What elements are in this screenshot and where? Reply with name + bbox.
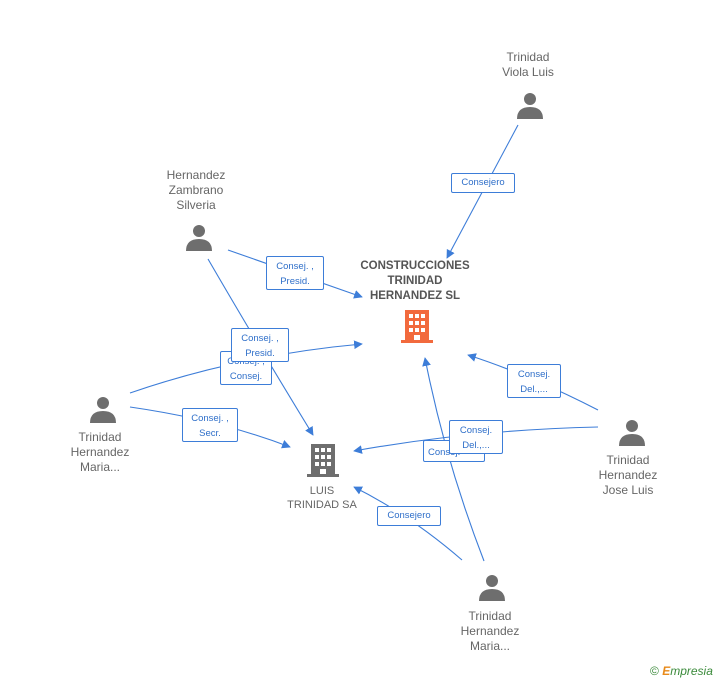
role-badge-line: Secr. — [199, 428, 221, 439]
person-label-line: Maria... — [79, 460, 120, 474]
role-badge-line: Consej. — [229, 371, 263, 382]
role-badge-line: Del.,... — [520, 384, 548, 395]
person-label-maria-bottom[interactable]: Trinidad Hernandez Maria... — [440, 609, 540, 654]
person-label-line: Trinidad — [506, 50, 550, 64]
building-icon[interactable] — [400, 308, 434, 344]
person-label-line: Trinidad — [468, 609, 512, 623]
company-label-line: HERNANDEZ SL — [369, 290, 461, 302]
role-badge-consejero[interactable]: Consejero — [451, 173, 515, 193]
role-badge-consejero-bottom[interactable]: Consejero — [377, 506, 441, 526]
company-label-line: LUIS — [309, 485, 335, 497]
company-label-construcciones[interactable]: CONSTRUCCIONES TRINIDAD HERNANDEZ SL — [350, 259, 480, 304]
role-badge-consej-del-2[interactable]: Consej. Del.,... — [449, 420, 503, 454]
role-badge-consej-del[interactable]: Consej. Del.,... — [507, 364, 561, 398]
role-badge-line: Presid. — [245, 348, 275, 359]
role-badge-line: Consej. — [459, 425, 493, 436]
company-label-line: CONSTRUCCIONES — [360, 260, 470, 272]
person-label-maria-left[interactable]: Trinidad Hernandez Maria... — [50, 430, 150, 475]
company-label-luis-trinidad[interactable]: LUIS TRINIDAD SA — [272, 484, 372, 512]
person-icon[interactable] — [515, 90, 545, 120]
person-label-line: Hernandez — [166, 168, 226, 182]
role-badge-line: Consejero — [461, 177, 505, 188]
company-label-line: TRINIDAD — [387, 275, 443, 287]
person-icon[interactable] — [88, 394, 118, 424]
role-badge-consej-presid-2[interactable]: Consej. , Presid. — [231, 328, 289, 362]
person-label-line: Hernandez — [460, 624, 520, 638]
company-label-line: TRINIDAD SA — [287, 499, 357, 511]
role-badge-line: Consej. — [428, 447, 461, 458]
brand-name: mpresia — [670, 664, 713, 678]
person-icon[interactable] — [184, 222, 214, 252]
person-label-line: Jose Luis — [602, 483, 654, 497]
person-label-line: Trinidad — [606, 453, 650, 467]
person-label-line: Zambrano — [168, 183, 224, 197]
person-icon[interactable] — [617, 417, 647, 447]
role-badge-line: Consej. , — [191, 413, 229, 424]
role-badge-consej-presid[interactable]: Consej. , Presid. — [266, 256, 324, 290]
copyright-symbol: © — [650, 664, 659, 678]
role-badge-line: Del.,... — [462, 440, 490, 451]
person-label-line: Hernandez — [70, 445, 130, 459]
role-badge-line: Consej. , — [276, 261, 314, 272]
empresia-watermark: © Empresia — [650, 664, 713, 678]
person-label-line: Viola Luis — [502, 65, 554, 79]
role-badge-line: Consejero — [387, 510, 431, 521]
person-label-line: Silveria — [176, 198, 216, 212]
person-label-line: Hernandez — [598, 468, 658, 482]
role-badge-line: Consej. — [517, 369, 551, 380]
person-label-jose-luis[interactable]: Trinidad Hernandez Jose Luis — [578, 453, 678, 498]
brand-initial: E — [662, 664, 671, 678]
person-label-zambrano[interactable]: Hernandez Zambrano Silveria — [146, 168, 246, 213]
building-icon[interactable] — [306, 442, 340, 478]
person-label-line: Maria... — [469, 639, 510, 653]
role-badge-line: Consej. , — [241, 333, 279, 344]
person-label-line: Trinidad — [78, 430, 122, 444]
person-label-viola[interactable]: Trinidad Viola Luis — [478, 50, 578, 80]
person-icon[interactable] — [477, 572, 507, 602]
role-badge-consej-secr[interactable]: Consej. , Secr. — [182, 408, 238, 442]
role-badge-line: Presid. — [280, 276, 310, 287]
